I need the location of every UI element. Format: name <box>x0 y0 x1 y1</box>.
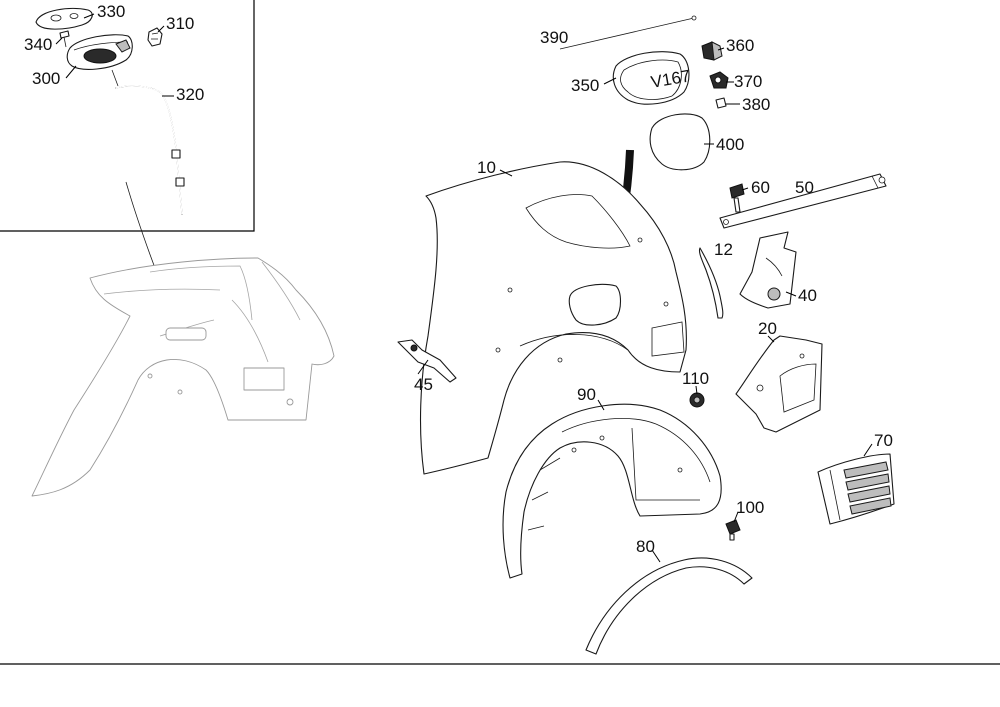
part-300-filler-housing <box>66 34 133 70</box>
callout-60: 60 <box>751 178 770 197</box>
part-12-seal-strip <box>698 247 724 319</box>
part-380-pin <box>715 97 727 109</box>
part-80-wheel-arch-trim <box>585 557 753 655</box>
callout-350: 350 <box>571 76 599 95</box>
callout-12: 12 <box>714 240 733 259</box>
part-20-wheel-house-panel <box>735 335 823 433</box>
part-400-fuel-flap <box>649 113 711 171</box>
callout-100: 100 <box>736 498 764 517</box>
part-70-vent-grille <box>817 453 895 525</box>
part-60-bolt <box>729 183 745 213</box>
callout-360: 360 <box>726 36 754 55</box>
callout-330: 330 <box>97 2 125 21</box>
ghost-vehicle-body <box>31 257 335 497</box>
callout-70: 70 <box>874 431 893 450</box>
callout-10: 10 <box>477 158 496 177</box>
part-340-screw <box>59 30 70 48</box>
callout-380: 380 <box>742 95 770 114</box>
callout-320: 320 <box>176 85 204 104</box>
callout-40: 40 <box>798 286 817 305</box>
inset-frame <box>0 0 255 232</box>
callout-45: 45 <box>414 375 433 394</box>
part-310-clip <box>147 27 163 47</box>
part-10-side-wall-panel <box>419 161 687 475</box>
part-320-drain-hose <box>111 69 185 215</box>
part-100-clip <box>725 519 741 541</box>
callout-80: 80 <box>636 537 655 556</box>
callout-300: 300 <box>32 69 60 88</box>
callout-390: 390 <box>540 28 568 47</box>
part-90-wheel-arch-liner <box>502 403 722 579</box>
callout-50: 50 <box>795 178 814 197</box>
callout-400: 400 <box>716 135 744 154</box>
part-40-mounting-bracket <box>739 231 797 309</box>
callout-20: 20 <box>758 319 777 338</box>
callout-labels: 330 310 340 300 320 390 360 350 370 380 … <box>24 2 893 556</box>
callout-leaders <box>55 13 873 563</box>
part-370-actuator-nut <box>709 71 729 89</box>
part-330-gasket <box>35 7 93 30</box>
part-110-grommet <box>689 392 705 408</box>
part-50-strut-bracket <box>719 173 887 229</box>
part-350-fuel-flap-housing: V167 <box>612 51 692 105</box>
part-390-rod <box>559 15 697 50</box>
callout-340: 340 <box>24 35 52 54</box>
part-360-bumper <box>701 41 723 61</box>
callout-110: 110 <box>682 369 709 388</box>
callout-90: 90 <box>577 385 596 404</box>
callout-370: 370 <box>734 72 762 91</box>
callout-310: 310 <box>166 14 194 33</box>
